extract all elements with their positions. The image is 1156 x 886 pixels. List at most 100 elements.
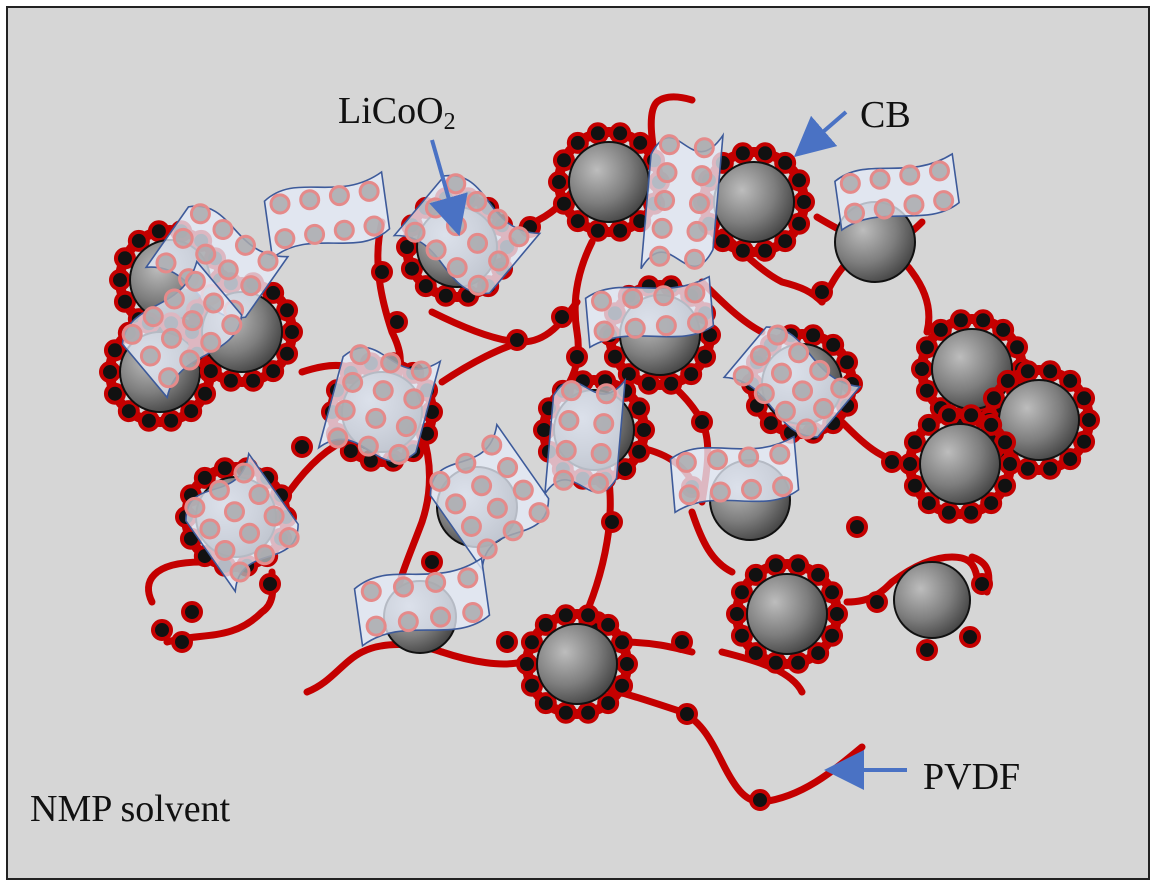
cb-particle	[552, 149, 575, 172]
cb-particle	[730, 581, 753, 604]
active-particle-cluster	[899, 404, 1021, 524]
lattice-site	[658, 134, 680, 156]
lattice-site	[486, 497, 508, 519]
cb-particle	[276, 342, 299, 365]
lattice-site	[688, 193, 710, 215]
lattice-site	[651, 217, 673, 239]
lattice-site	[380, 352, 402, 374]
lattice-site	[334, 399, 356, 421]
cb-particle	[774, 230, 797, 253]
lattice-site	[404, 221, 426, 243]
lattice-site	[795, 418, 817, 440]
cb-particle	[787, 651, 810, 674]
licoo2-sheet	[584, 275, 715, 349]
lattice-site	[269, 193, 291, 215]
cb-particle	[577, 701, 600, 724]
cb-particle	[103, 339, 126, 362]
lattice-site	[487, 208, 509, 230]
lattice-site	[233, 462, 255, 484]
lattice-site	[184, 270, 206, 292]
cb-particle	[744, 563, 767, 586]
cb-particle	[628, 397, 651, 420]
lattice-site	[425, 571, 447, 593]
cb-particle	[262, 281, 285, 304]
lattice-site	[653, 285, 675, 307]
cb-particle	[903, 474, 926, 497]
cb-particle	[917, 413, 940, 436]
cb-particle	[764, 554, 787, 577]
lattice-site	[654, 189, 676, 211]
cb-particle	[764, 651, 787, 674]
lattice-site	[372, 380, 394, 402]
cb-particle	[520, 631, 543, 654]
cb-particle	[199, 360, 222, 383]
lattice-site	[299, 189, 321, 211]
cb-particle	[726, 603, 748, 625]
cb-particle	[1059, 369, 1082, 392]
licoo2-sheet	[121, 259, 243, 400]
cb-particle	[194, 382, 217, 405]
cb-particle	[694, 345, 717, 368]
lattice-site	[709, 481, 731, 503]
cb-particle	[109, 269, 131, 291]
cb-particle	[637, 372, 660, 395]
cb-particle	[994, 474, 1017, 497]
cb-particle	[660, 372, 683, 395]
cb-particle	[548, 171, 570, 193]
licoo2-sheet	[263, 170, 391, 260]
lattice-site	[488, 250, 510, 272]
active-particle-cluster	[516, 604, 638, 724]
cb-particle	[937, 404, 960, 427]
lattice-site	[155, 252, 177, 274]
cb-particle	[586, 122, 609, 145]
lattice-site	[770, 362, 792, 384]
cb-particle	[117, 400, 140, 423]
cb-particle	[937, 501, 960, 524]
licoo2-sheets	[121, 132, 960, 648]
lattice-site	[410, 360, 432, 382]
lattice-site	[158, 367, 180, 389]
cb-particle	[821, 581, 844, 604]
lattice-site	[349, 344, 371, 366]
cb-particle	[994, 431, 1017, 454]
lattice-site	[590, 442, 612, 464]
cb-particle	[917, 492, 940, 515]
lattice-site	[593, 320, 615, 342]
cb-particle	[414, 275, 437, 298]
cb-particle	[999, 453, 1021, 475]
lattice-site	[239, 522, 261, 544]
cb-particle	[609, 219, 632, 242]
cb-particle	[680, 363, 703, 386]
cb-particle	[1059, 448, 1082, 471]
active-particle-cluster	[726, 554, 848, 674]
lattice-site	[707, 449, 729, 471]
lattice-site	[121, 323, 143, 345]
lattice-site	[675, 451, 697, 473]
cb-particle	[276, 299, 299, 322]
lattice-site	[278, 527, 300, 549]
lattice-site	[240, 275, 262, 297]
cb-particle	[611, 631, 634, 654]
lattice-site	[365, 407, 387, 429]
lattice-site	[774, 400, 796, 422]
lattice-site	[471, 475, 493, 497]
cb-particle	[730, 624, 753, 647]
lattice-site	[360, 580, 382, 602]
lattice-site	[686, 220, 708, 242]
lattice-site	[234, 234, 256, 256]
cb-particle	[793, 191, 815, 213]
active-particle	[746, 573, 828, 655]
cb-particle	[400, 257, 423, 280]
cb-particle	[616, 653, 638, 675]
lattice-site	[363, 215, 385, 237]
cb-particle	[160, 409, 183, 432]
cb-particle	[982, 387, 1005, 410]
licoo2-sheet	[722, 324, 862, 440]
lattice-site	[430, 606, 452, 628]
cb-label: CB	[860, 94, 911, 136]
lattice-site	[199, 518, 221, 540]
lattice-site	[172, 227, 194, 249]
cb-particle	[788, 212, 811, 235]
cb-particle	[731, 239, 754, 262]
licoo2-sheet	[834, 152, 960, 232]
